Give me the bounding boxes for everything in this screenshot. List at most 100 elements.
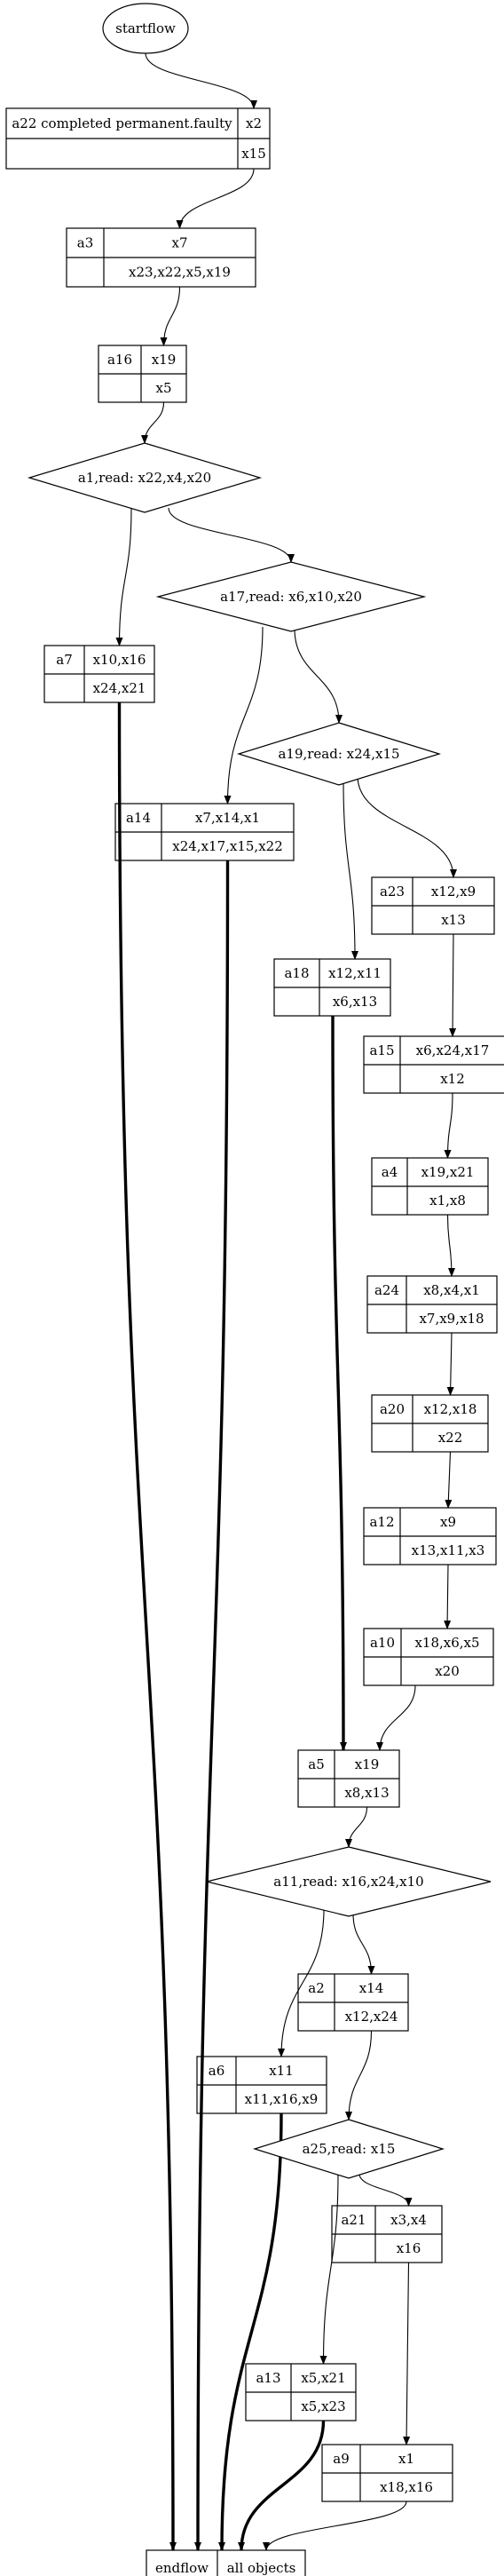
activity-a24-top: x8,x4,x1 bbox=[423, 1282, 480, 1298]
decision-a1: a1,read: x22,x4,x20 bbox=[27, 442, 263, 513]
activity-a10: a10 x18,x6,x5 x20 bbox=[363, 1628, 494, 1686]
activity-a7: a7 x10,x16 x24,x21 bbox=[43, 645, 155, 703]
activity-a15-label: a15 bbox=[369, 1042, 394, 1058]
decision-a1-label: a1,read: x22,x4,x20 bbox=[78, 470, 211, 486]
activity-a20-label: a20 bbox=[380, 1401, 405, 1417]
activity-a10-label: a10 bbox=[370, 1635, 395, 1651]
edge-a19-to-a23 bbox=[357, 775, 457, 878]
activity-a23-top: x12,x9 bbox=[431, 884, 476, 900]
activity-a16-label: a16 bbox=[107, 352, 132, 368]
activity-a2-bottom: x12,x24 bbox=[345, 2009, 398, 2025]
activity-a10-bottom: x20 bbox=[435, 1663, 460, 1679]
edge-a1-to-a17 bbox=[168, 507, 295, 563]
activity-a10-top: x18,x6,x5 bbox=[414, 1635, 479, 1651]
activity-a18-label: a18 bbox=[284, 965, 309, 981]
edge-a14-to-end bbox=[194, 860, 230, 2551]
edge-a2-to-a25 bbox=[345, 2030, 373, 2120]
activity-a9-label: a9 bbox=[333, 2451, 350, 2467]
edge-a25-to-a13 bbox=[319, 2172, 339, 2365]
activity-a4-bottom: x1,x8 bbox=[429, 1193, 466, 1209]
edge-a16-to-a1 bbox=[141, 401, 165, 444]
activity-a14-bottom: x24,x17,x15,x22 bbox=[172, 838, 283, 854]
decision-a11-diamond bbox=[206, 1846, 492, 1917]
edge-a4-to-a24 bbox=[446, 1214, 455, 1277]
decision-a11-label: a11,read: x16,x24,x10 bbox=[273, 1874, 423, 1890]
activity-a16: a16 x19 x5 bbox=[98, 345, 187, 403]
decision-a19: a19,read: x24,x15 bbox=[236, 722, 442, 786]
activity-a5-label: a5 bbox=[308, 1756, 325, 1772]
activity-a23-bottom: x13 bbox=[441, 912, 466, 928]
activity-a24-label: a24 bbox=[374, 1282, 399, 1298]
edge-a11-to-a2 bbox=[352, 1913, 375, 1975]
activity-a13-label: a13 bbox=[256, 2370, 280, 2386]
activity-a22-label: a22 completed permanent.faulty bbox=[12, 115, 232, 131]
edge-start-to-a22 bbox=[145, 52, 257, 109]
edge-a9-to-end bbox=[263, 2501, 407, 2551]
activity-a21-top: x3,x4 bbox=[390, 2212, 427, 2228]
end-label: endflow bbox=[155, 2560, 209, 2576]
activity-a12-label: a12 bbox=[369, 1514, 394, 1530]
activity-a12-top: x9 bbox=[440, 1514, 456, 1530]
edge-a10-to-a5 bbox=[376, 1684, 416, 1751]
activity-a7-top: x10,x16 bbox=[93, 652, 146, 668]
activity-a9-bottom: x18,x16 bbox=[380, 2479, 433, 2495]
decision-a25-label: a25,read: x15 bbox=[303, 2141, 396, 2157]
activity-a16-top: x19 bbox=[152, 352, 177, 368]
edge-a18-to-a5 bbox=[331, 1015, 347, 1751]
edge-a6-to-end bbox=[218, 2112, 283, 2551]
activity-a6-label: a6 bbox=[209, 2063, 225, 2079]
start-ellipse bbox=[102, 3, 189, 54]
activity-a7-bottom: x24,x21 bbox=[93, 680, 146, 696]
activity-a4-label: a4 bbox=[382, 1164, 398, 1180]
decision-a19-diamond bbox=[236, 722, 442, 786]
decision-a25-diamond bbox=[252, 2119, 445, 2179]
activity-a13-bottom: x5,x23 bbox=[301, 2398, 345, 2414]
decision-a19-label: a19,read: x24,x15 bbox=[278, 746, 399, 762]
start-label: startflow bbox=[115, 20, 176, 36]
activity-a2-top: x14 bbox=[359, 1980, 384, 1996]
decision-a1-diamond bbox=[27, 442, 263, 513]
edge-a21-to-a9 bbox=[403, 2262, 411, 2445]
activity-a22-top: x2 bbox=[246, 115, 262, 131]
activity-a15-bottom: x12 bbox=[440, 1071, 465, 1087]
end-node: endflow all objects bbox=[146, 2549, 306, 2576]
edges-layer bbox=[115, 52, 457, 2551]
activity-a6-top: x11 bbox=[269, 2063, 294, 2079]
activity-a5-top: x19 bbox=[355, 1756, 380, 1772]
edge-a7-to-end bbox=[117, 701, 177, 2551]
decision-a17-label: a17,read: x6,x10,x20 bbox=[220, 589, 362, 605]
activity-a20-bottom: x22 bbox=[438, 1430, 463, 1446]
decision-a17: a17,read: x6,x10,x20 bbox=[155, 561, 427, 632]
end-objects: all objects bbox=[227, 2560, 296, 2576]
activity-a21-bottom: x16 bbox=[397, 2240, 421, 2256]
activity-a18-top: x12,x11 bbox=[328, 965, 382, 981]
edge-a17-to-a14 bbox=[224, 626, 264, 805]
edge-a13-to-end bbox=[238, 2420, 326, 2551]
activity-a4-top: x19,x21 bbox=[421, 1164, 475, 1180]
edge-a19-to-a18 bbox=[343, 781, 358, 960]
edge-a5-to-a11 bbox=[345, 1806, 368, 1848]
end-frame bbox=[146, 2549, 306, 2576]
edge-a12-to-a10 bbox=[444, 1564, 452, 1629]
activity-a12: a12 x9 x13,x11,x3 bbox=[363, 1507, 497, 1565]
activity-a2-label: a2 bbox=[308, 1980, 325, 1996]
activity-a3-bottom: x23,x22,x5,x19 bbox=[129, 265, 231, 281]
activity-a21-label: a21 bbox=[341, 2212, 366, 2228]
activity-a14-top: x7,x14,x1 bbox=[195, 810, 260, 826]
activity-a12-bottom: x13,x11,x3 bbox=[412, 1542, 485, 1558]
activity-a16-bottom: x5 bbox=[155, 380, 171, 396]
activity-a7-label: a7 bbox=[56, 652, 73, 668]
edge-a3-to-a16 bbox=[160, 286, 181, 346]
start-node: startflow bbox=[102, 3, 189, 54]
edge-a22-to-a3 bbox=[176, 168, 255, 229]
